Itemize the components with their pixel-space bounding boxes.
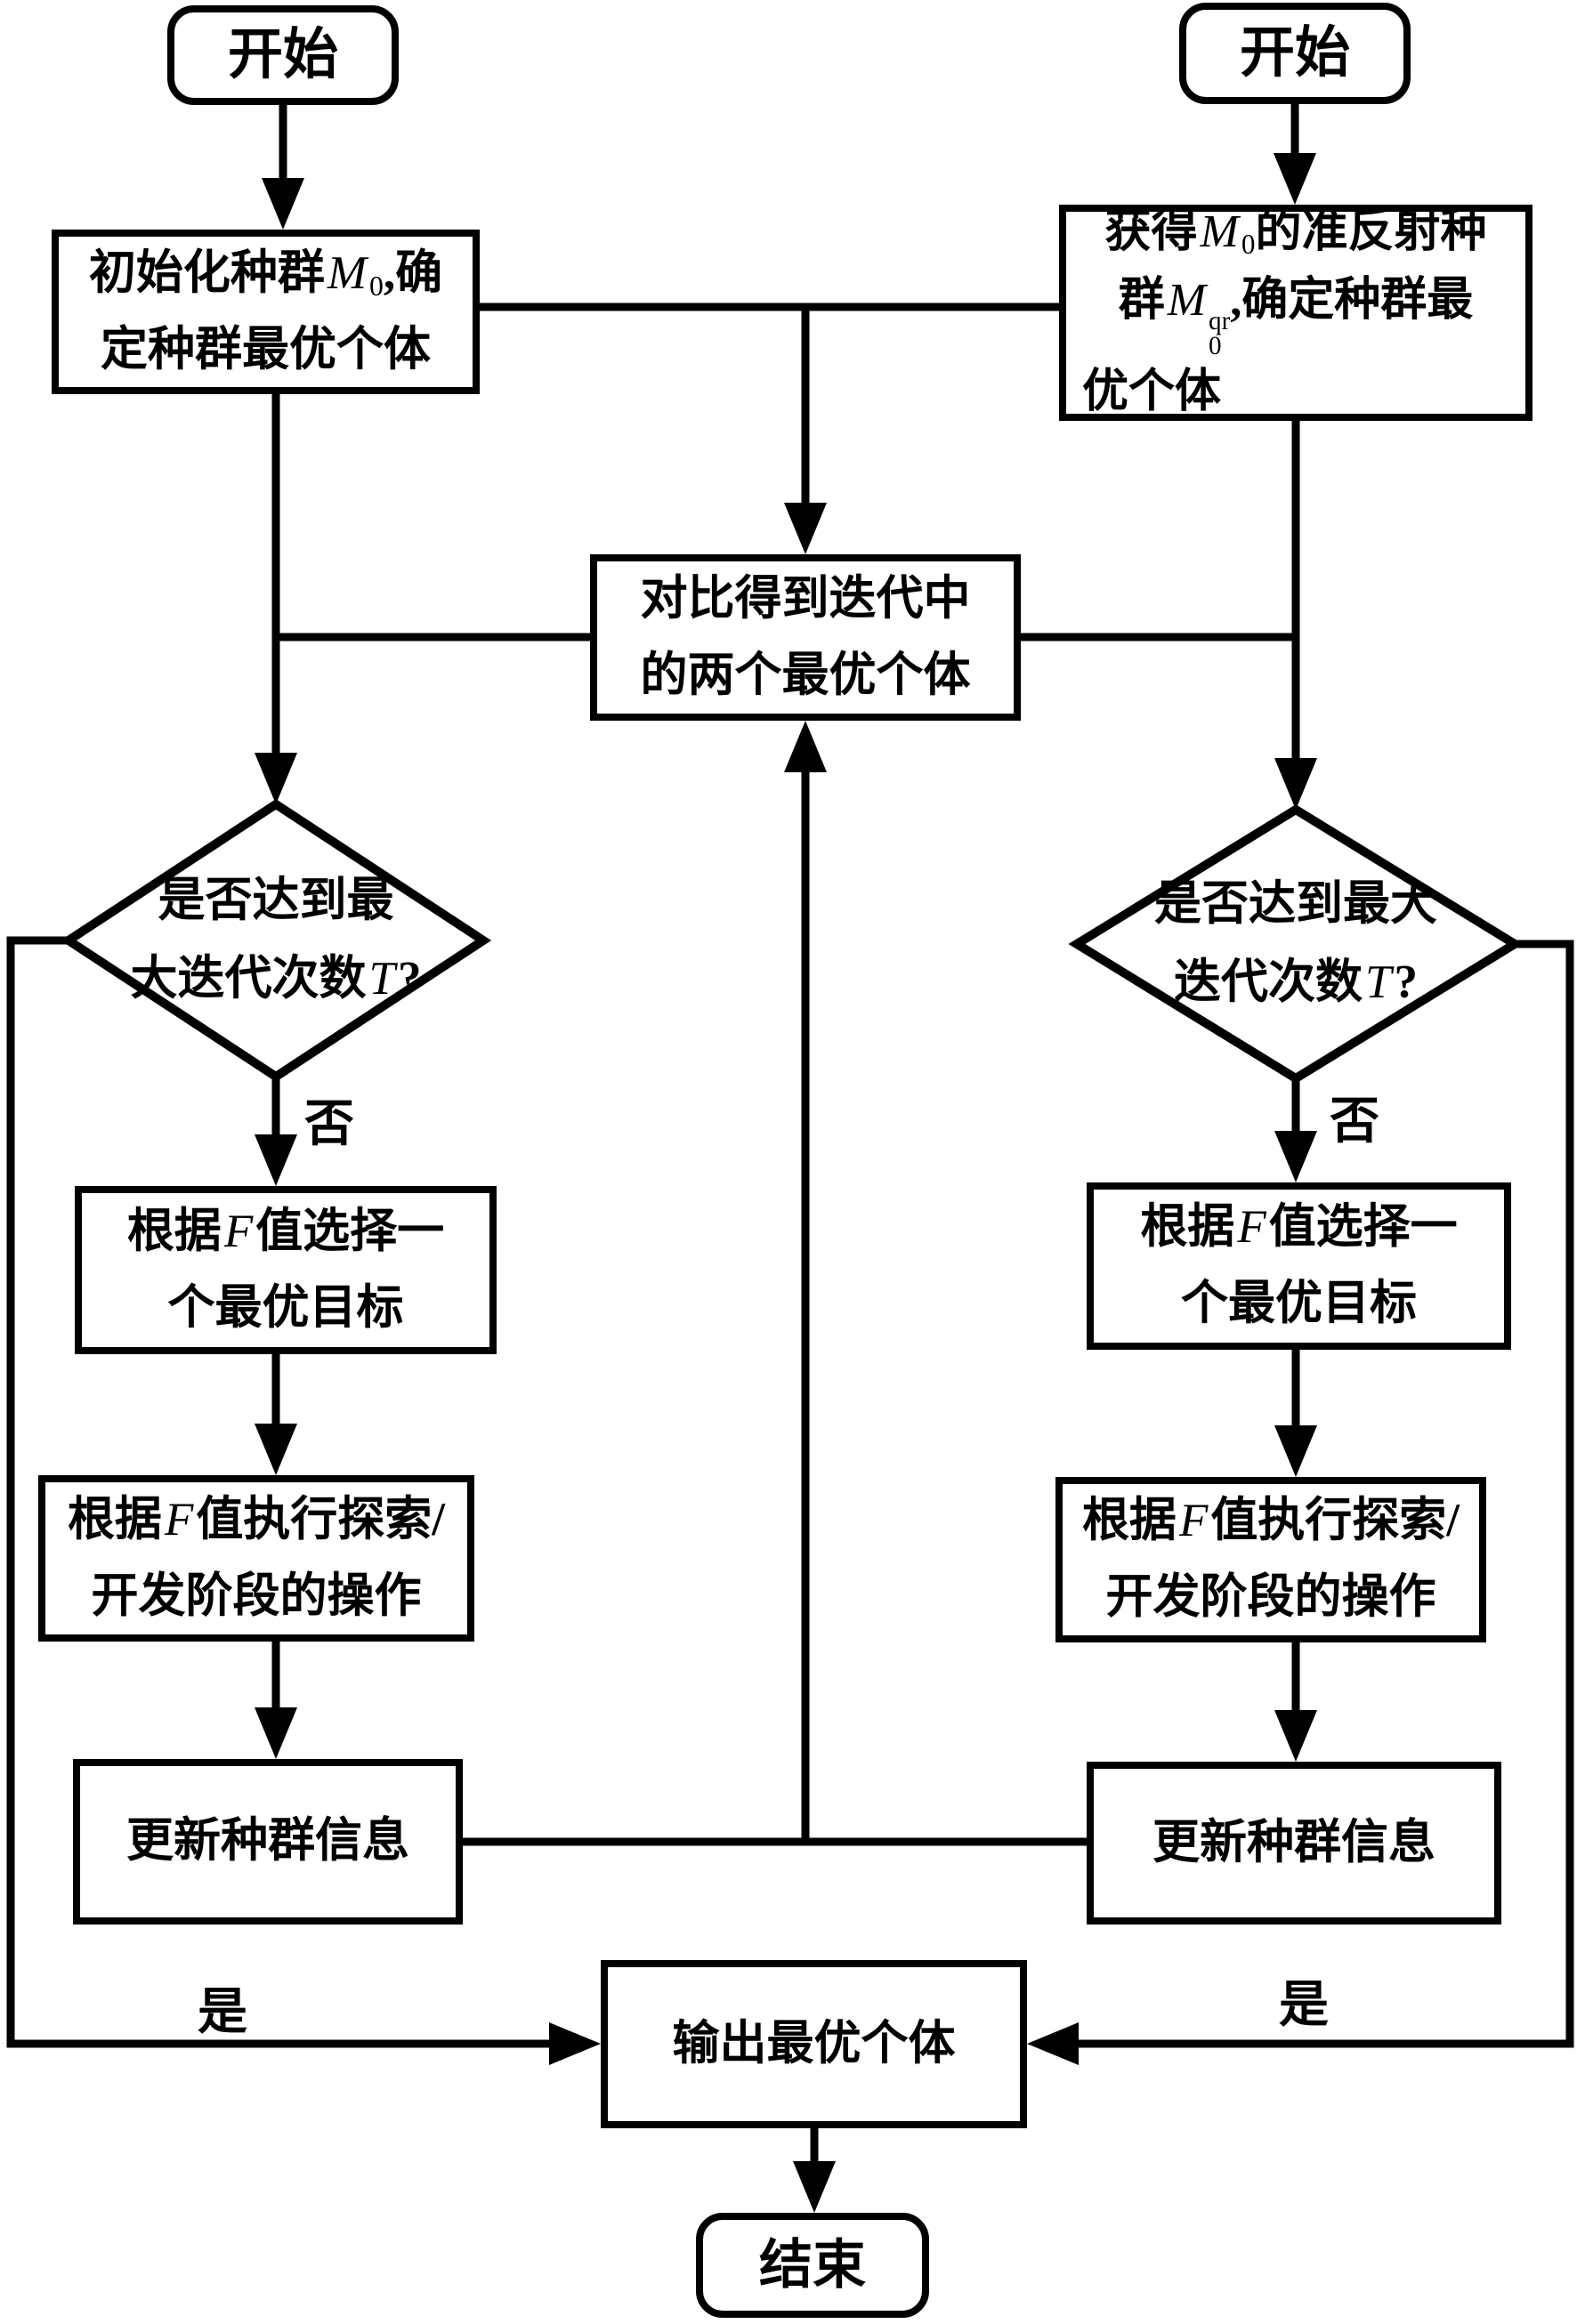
init-left-line2: 定种群最优个体	[101, 323, 431, 375]
arrowhead-update-left	[255, 1707, 297, 1759]
arrowhead-execute-right	[1274, 1425, 1317, 1477]
edge-yes-right	[1079, 940, 1574, 2048]
execute-right-line2: 开发阶段的操作	[1105, 1571, 1436, 1623]
execute-left-line2: 开发阶段的操作	[91, 1570, 422, 1622]
start-left-label: 开始	[227, 25, 338, 85]
decide-left-line2: 大迭代次数T?	[130, 953, 422, 1005]
update-population-box-left: 更新种群信息	[73, 1759, 463, 1925]
arrowhead-compare-bottom	[784, 721, 827, 772]
select-left-line1: 根据F值选择一	[126, 1205, 445, 1257]
max-iteration-decision-right: 是否达到最大 迭代次数T?	[1079, 856, 1513, 1032]
execute-left-line1: 根据F值执行探索/	[67, 1493, 446, 1545]
arrowhead-start-left	[262, 178, 304, 230]
end-label: 结束	[759, 2236, 866, 2295]
yes-label-right: 是	[1279, 1978, 1329, 2033]
output-best-individual-box: 输出最优个体	[601, 1960, 1027, 2128]
end-node: 结束	[696, 2213, 929, 2318]
decide-right-line2: 迭代次数T?	[1174, 956, 1418, 1008]
arrowhead-compare-top	[784, 503, 827, 554]
select-target-box-right: 根据F值选择一 个最优目标	[1087, 1182, 1511, 1350]
start-node-left: 开始	[167, 5, 399, 105]
init-population-box-left: 初始化种群M0,确 定种群最优个体	[52, 230, 480, 394]
execute-right-line1: 根据F值执行探索/	[1081, 1495, 1460, 1547]
edge-yes-left	[6, 936, 549, 2048]
arrowhead-output-right	[1027, 2022, 1079, 2065]
select-left-line2: 个最优目标	[167, 1281, 404, 1334]
yes-label-left: 是	[198, 1985, 247, 2040]
arrowhead-diamond-left-top	[255, 753, 297, 804]
arrowhead-select-right	[1274, 1131, 1317, 1182]
select-target-box-left: 根据F值选择一 个最优目标	[75, 1186, 497, 1354]
compare-line2: 的两个最优个体	[640, 649, 971, 701]
no-label-left: 否	[304, 1097, 354, 1152]
arrowhead-update-right	[1274, 1710, 1317, 1762]
output-label: 输出最优个体	[672, 2017, 956, 2070]
explore-exploit-box-right: 根据F值执行探索/ 开发阶段的操作	[1055, 1477, 1486, 1642]
explore-exploit-box-left: 根据F值执行探索/ 开发阶段的操作	[38, 1475, 474, 1642]
decide-right-line1: 是否达到最大	[1154, 878, 1437, 931]
arrowhead-start-right	[1274, 153, 1316, 205]
compare-best-individuals-box: 对比得到迭代中 的两个最优个体	[590, 554, 1021, 721]
update-population-box-right: 更新种群信息	[1087, 1762, 1501, 1925]
update-left-label: 更新种群信息	[126, 1815, 409, 1868]
no-label-right: 否	[1330, 1094, 1379, 1150]
arrowhead-select-left	[255, 1134, 297, 1186]
max-iteration-decision-left: 是否达到最 大迭代次数T?	[71, 852, 481, 1029]
select-right-line2: 个最优目标	[1181, 1278, 1417, 1329]
start-node-right: 开始	[1179, 3, 1411, 104]
arrowhead-diamond-right-top	[1274, 758, 1317, 810]
start-right-label: 开始	[1239, 23, 1350, 84]
init-right-line3: 优个体	[1082, 367, 1222, 418]
arrowhead-end	[793, 2161, 836, 2213]
arrowhead-output-left	[549, 2022, 601, 2065]
init-right-line1: 获得M0的准反射种	[1104, 206, 1487, 261]
init-left-line1: 初始化种群M0,确	[88, 246, 443, 302]
update-right-label: 更新种群信息	[1152, 1816, 1435, 1868]
arrowhead-execute-left	[255, 1424, 297, 1475]
select-right-line1: 根据F值选择一	[1140, 1201, 1458, 1254]
compare-line1: 对比得到迭代中	[640, 572, 971, 625]
decide-left-line1: 是否达到最	[158, 875, 394, 927]
